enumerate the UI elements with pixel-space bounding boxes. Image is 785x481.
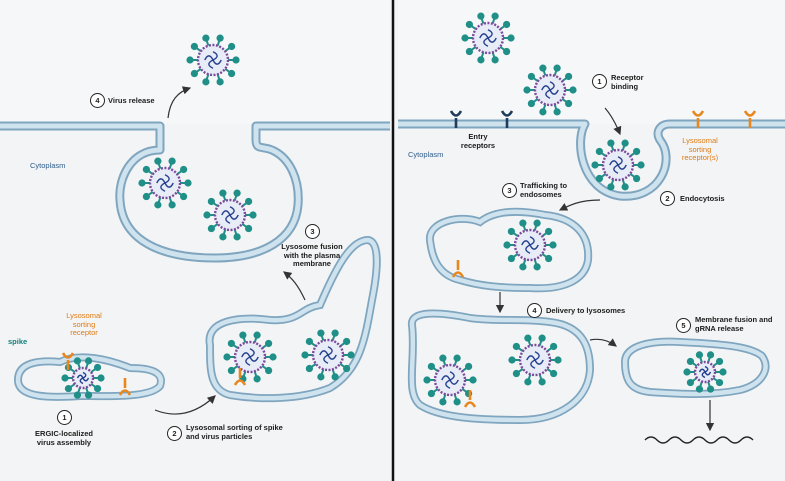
virus-layer xyxy=(61,12,727,406)
virus-released xyxy=(186,34,240,86)
step-3-badge-right: 3 xyxy=(502,183,517,198)
ergic-compartment xyxy=(13,353,165,401)
virus-extracellular xyxy=(461,12,515,64)
virus-fusing xyxy=(683,351,727,393)
step-3-label-left: Lysosome fusion with the plasma membrane xyxy=(281,242,343,269)
spike-label: spike xyxy=(8,337,28,346)
right-receptor-endosome xyxy=(451,260,465,278)
step-2-badge-left: 2 xyxy=(167,426,182,441)
arrows xyxy=(154,86,715,432)
entry-receptors-label: Entry receptors xyxy=(460,132,496,150)
right-plasma-membrane xyxy=(398,119,785,201)
right-extracellular xyxy=(398,0,785,124)
virus-endocytosis xyxy=(591,139,645,191)
virus-lysosome-1 xyxy=(423,354,477,406)
step-3-badge-left: 3 xyxy=(305,224,320,239)
virus-in-pit-1 xyxy=(138,157,192,209)
right-cytoplasm-label: Cytoplasm xyxy=(408,150,444,159)
virus-endosome xyxy=(503,219,557,271)
step-4-label: Virus release xyxy=(108,96,155,105)
sorting-receptor-1 xyxy=(691,110,705,128)
step-2-badge-right: 2 xyxy=(660,191,675,206)
virus-left-lysosome-2 xyxy=(301,329,355,381)
arrow-binding xyxy=(604,107,622,136)
step-2-label-left: Lysosomal sorting of spike and virus par… xyxy=(186,423,283,441)
step-4-label-right: Delivery to lysosomes xyxy=(546,306,626,315)
step-4-badge: 4 xyxy=(90,93,105,108)
arrow-sorting xyxy=(154,395,216,415)
step-1-label-right: Receptor binding xyxy=(611,73,644,91)
lysosomal-sorting-receptor-label: Lysosomal sorting receptor xyxy=(66,311,102,338)
step-3-label-right: Trafficking to endosomes xyxy=(520,181,568,199)
right-lysosome xyxy=(407,309,595,425)
step-4-badge-right: 4 xyxy=(527,303,542,318)
lysosomal-sorting-receptors-label: Lysosomal sorting receptor(s) xyxy=(681,136,719,163)
virus-lysosome-2 xyxy=(508,334,562,386)
fusion-lysosome xyxy=(620,337,770,398)
arrow-release xyxy=(167,86,192,119)
right-endosome xyxy=(426,207,593,293)
left-cytoplasm-label: Cytoplasm xyxy=(30,161,66,170)
virus-binding xyxy=(523,64,577,116)
sorting-receptor-2 xyxy=(743,110,757,128)
left-receptor-2 xyxy=(118,378,132,396)
left-receptor-3 xyxy=(233,368,247,386)
virus-assembling xyxy=(61,357,105,399)
step-5-badge-right: 5 xyxy=(676,318,691,333)
step-2-label-right: Endocytosis xyxy=(680,194,725,203)
left-extracellular xyxy=(0,0,390,124)
entry-receptor-2 xyxy=(500,110,514,128)
virus-in-pit-2 xyxy=(203,189,257,241)
left-plasma-membrane xyxy=(0,121,390,263)
arrow-lysosome-fusion xyxy=(283,271,306,301)
left-sorting-receptor xyxy=(61,352,75,370)
step-1-badge-left: 1 xyxy=(57,410,72,425)
step-5-label-right: Membrane fusion and gRNA release xyxy=(695,315,773,333)
step-1-label-left: ERGIC-localized virus assembly xyxy=(35,429,93,447)
left-lysosome xyxy=(205,235,381,403)
right-receptor-lysosome xyxy=(463,390,477,408)
virus-left-lysosome-1 xyxy=(223,331,277,383)
step-1-badge-right: 1 xyxy=(592,74,607,89)
receptor-layer xyxy=(61,110,757,408)
arrow-fusion xyxy=(589,338,617,347)
entry-receptor-1 xyxy=(449,110,463,128)
grna-strand xyxy=(644,436,754,444)
arrow-trafficking xyxy=(558,199,601,211)
